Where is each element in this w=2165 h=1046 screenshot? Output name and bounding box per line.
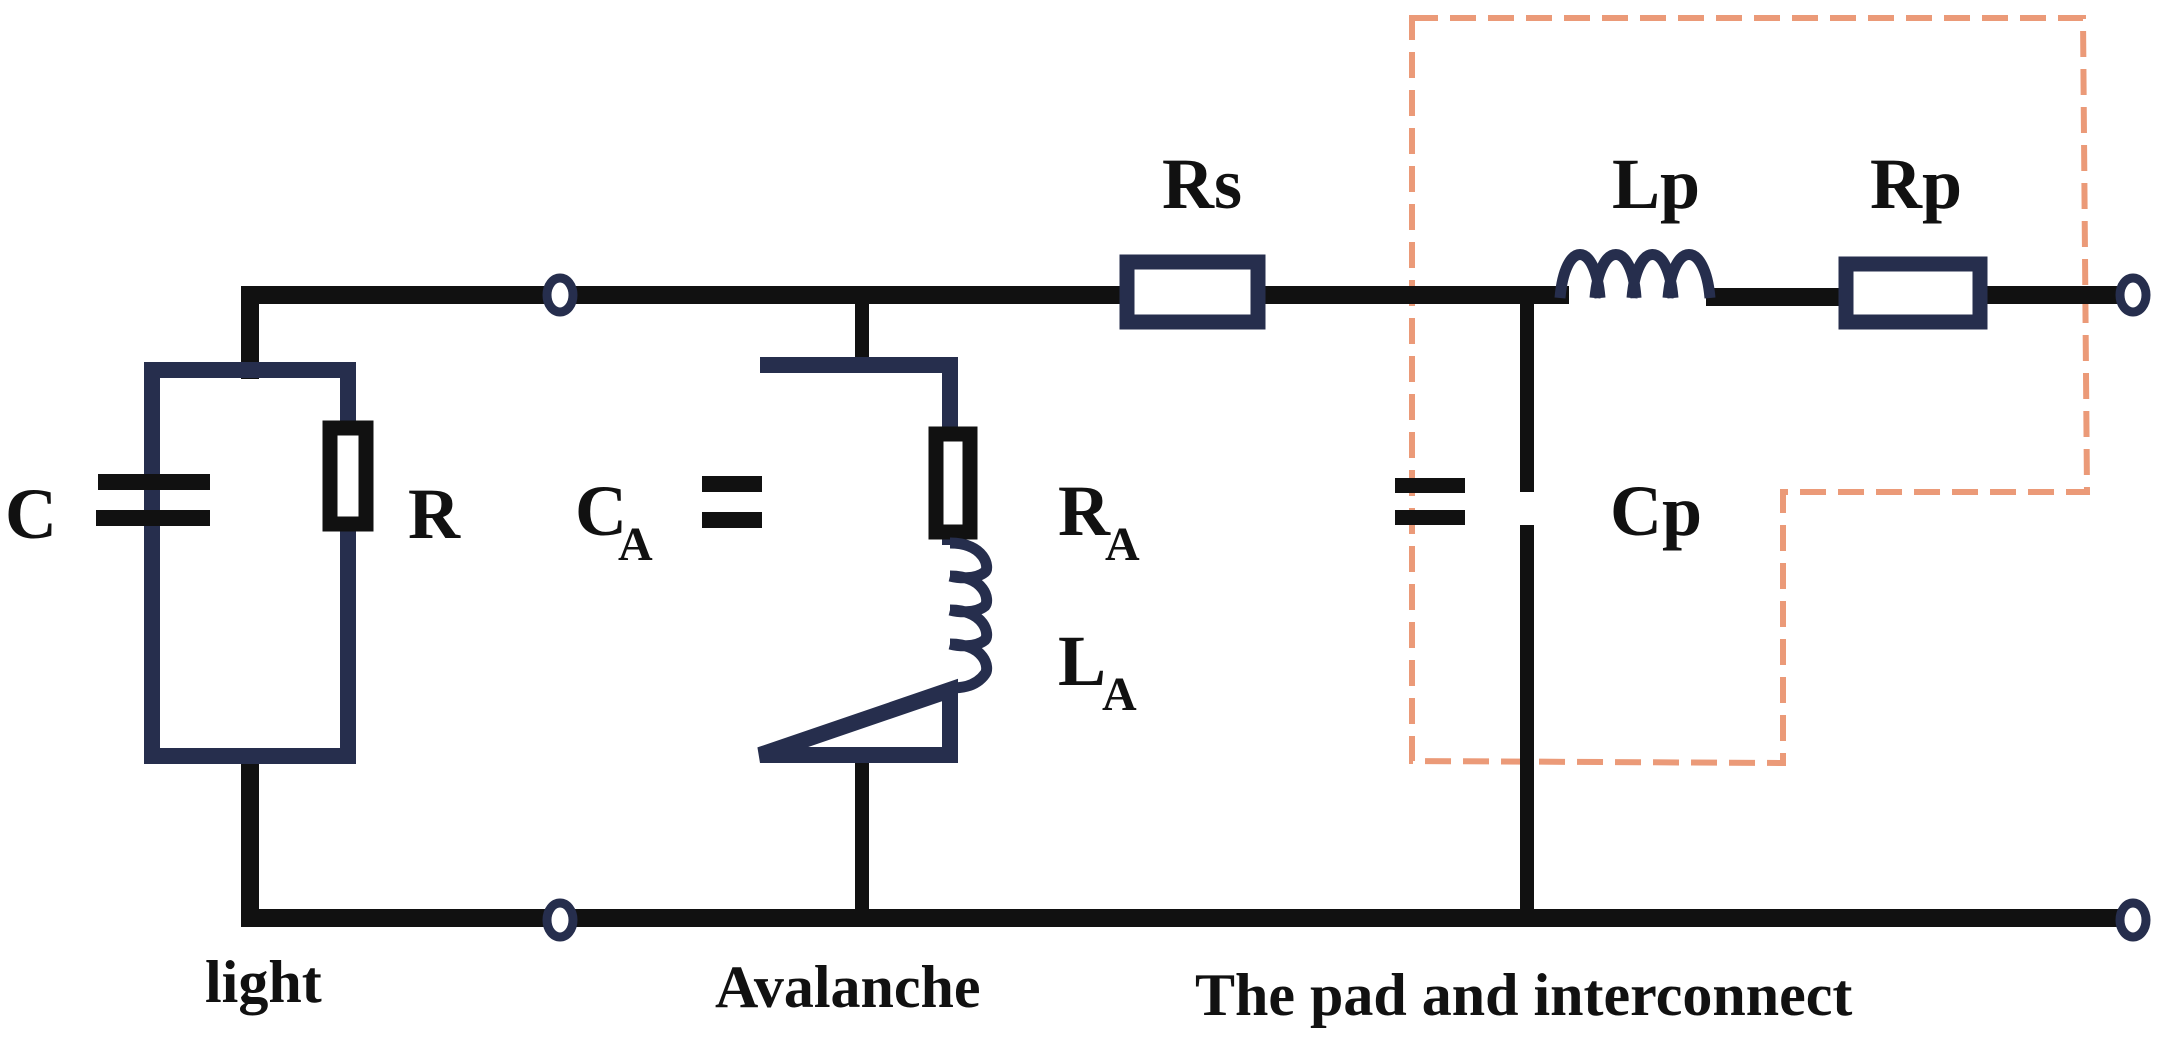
- label-r: R: [408, 474, 461, 554]
- top-wire-left: [241, 286, 564, 379]
- avalanche-block-outline: [757, 357, 958, 763]
- capacitor-ca-plate-bottom: [702, 512, 762, 528]
- resistor-ra: [928, 426, 978, 540]
- label-ra-subscript: A: [1105, 518, 1140, 571]
- pad-interconnect-region-outline: [1409, 15, 2091, 767]
- resistor-rs: [1119, 254, 1266, 330]
- label-ca-subscript: A: [618, 518, 653, 571]
- terminal-bottom-left: [542, 898, 578, 942]
- resistor-r: [322, 420, 374, 532]
- label-rs: Rs: [1162, 144, 1242, 224]
- terminal-bottom-right: [2115, 898, 2151, 942]
- capacitor-ca-plate-top: [702, 476, 762, 492]
- label-cp: Cp: [1610, 471, 1702, 551]
- label-lp: Lp: [1612, 144, 1700, 224]
- inductor-lp: [1554, 249, 1716, 299]
- terminal-top-left: [542, 273, 578, 317]
- terminal-top-right: [2115, 273, 2151, 317]
- inductor-la: [948, 537, 993, 694]
- label-ra: R: [1058, 471, 1111, 551]
- capacitor-cp-plate-bottom: [1395, 510, 1465, 525]
- label-rp: Rp: [1870, 144, 1962, 224]
- section-label-pad-interconnect: The pad and interconnect: [1195, 962, 1852, 1028]
- capacitor-c-plate-top: [98, 474, 210, 490]
- label-la: L: [1058, 621, 1106, 701]
- capacitor-c-plate-bottom: [96, 510, 210, 526]
- capacitor-cp-plate-top: [1395, 478, 1465, 493]
- label-la-subscript: A: [1102, 668, 1137, 721]
- section-label-avalanche: Avalanche: [715, 954, 981, 1020]
- label-ca: C: [575, 471, 627, 551]
- section-label-light: light: [205, 949, 322, 1015]
- label-c: C: [5, 474, 57, 554]
- bottom-wire-left: [241, 751, 564, 927]
- resistor-rp: [1838, 256, 1988, 330]
- light-block-outline: [144, 362, 356, 764]
